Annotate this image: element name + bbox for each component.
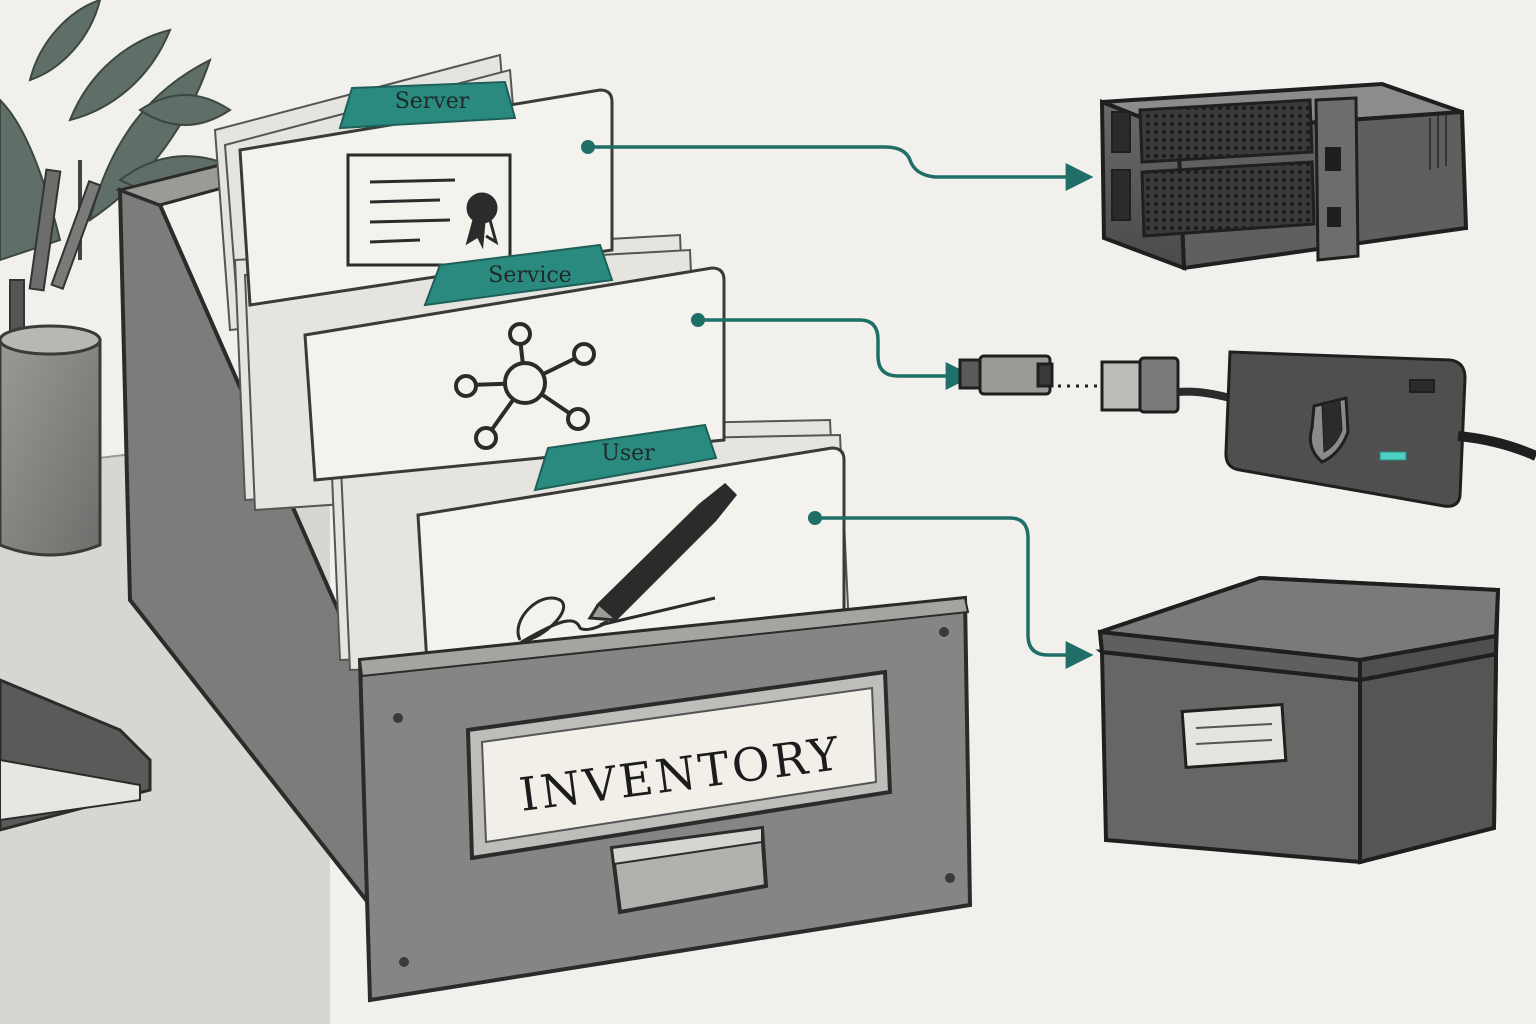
storage-box-icon	[1095, 575, 1501, 865]
connector-service	[698, 318, 974, 390]
card-service: Service	[303, 243, 726, 482]
connector-dot-server	[581, 140, 595, 154]
status-led	[1379, 451, 1407, 461]
connector-user	[815, 516, 1094, 669]
network-node-icon	[454, 322, 596, 450]
card-tab-label: Server	[395, 89, 470, 114]
inventory-box-front: INVENTORY	[357, 595, 973, 1003]
connectors	[588, 145, 1094, 669]
drawer-handle[interactable]	[609, 825, 769, 915]
plant-icon	[0, 0, 242, 262]
card-tab-label: Service	[488, 263, 571, 288]
book-icon	[0, 678, 152, 832]
server-icon	[1099, 81, 1469, 271]
card-server: Server	[238, 80, 614, 307]
card-tab-server[interactable]	[338, 80, 517, 130]
certificate-icon	[346, 153, 512, 267]
connector-server	[588, 145, 1094, 191]
connector-dot-service	[691, 313, 705, 327]
connector-dot-user	[808, 511, 822, 525]
card-tab-service[interactable]	[423, 243, 614, 307]
card-tab-label: User	[601, 441, 655, 466]
pen-cup-icon	[0, 168, 102, 557]
card-tab-user[interactable]	[533, 423, 718, 492]
connector-dots	[581, 140, 822, 525]
inventory-label-plate: INVENTORY	[465, 669, 893, 861]
fountain-pen-signature-icon	[516, 482, 738, 642]
usb-security-key-icon	[958, 350, 1536, 508]
